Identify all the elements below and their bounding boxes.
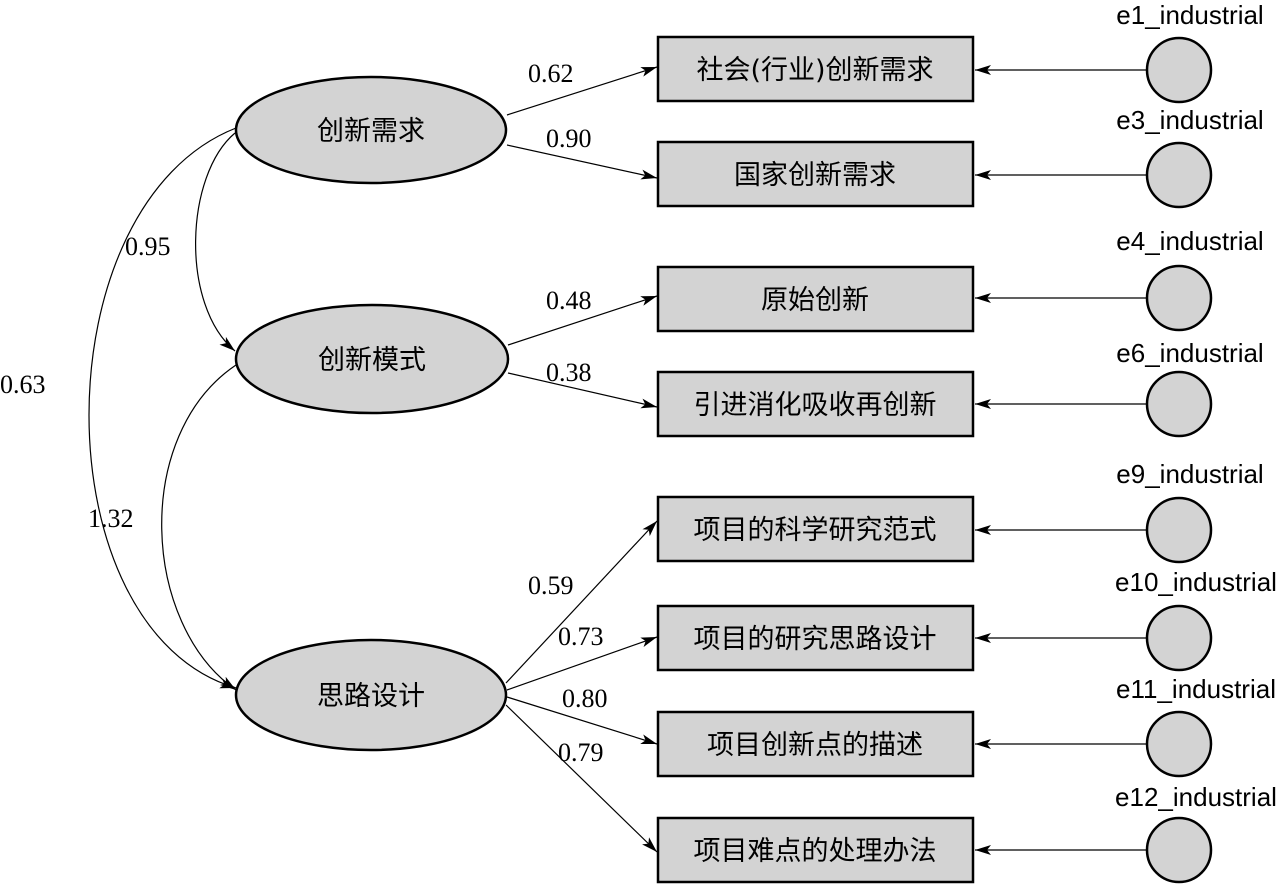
indicator-box-7: 项目创新点的描述 (656, 710, 975, 778)
loading-arrow-6 (506, 636, 658, 691)
error-label: e3_industrial (1116, 105, 1263, 135)
covariance-label-demand-mode: 0.95 (125, 232, 171, 261)
loading-arrow-3 (507, 295, 658, 346)
latent-factor-demand: 创新需求 (234, 75, 508, 185)
loading-label-5: 0.59 (528, 571, 574, 600)
indicator-label: 项目的研究思路设计 (694, 624, 937, 655)
indicator-label: 项目难点的处理办法 (694, 836, 937, 867)
loading-label-2: 0.90 (546, 124, 592, 153)
error-label: e11_industrial (1116, 674, 1276, 704)
error-term-1: e1_industrial (1116, 0, 1264, 104)
indicator-box-6: 项目的研究思路设计 (656, 604, 975, 672)
error-term-2: e3_industrial (1116, 105, 1264, 209)
latent-factor-label: 思路设计 (317, 681, 425, 712)
covariance-label-demand-design: 0.63 (0, 370, 46, 399)
loading-label-8: 0.79 (558, 738, 604, 767)
error-label: e9_industrial (1116, 459, 1263, 489)
error-term-5: e9_industrial (1116, 459, 1264, 564)
covariance-curve-mode-design (161, 351, 253, 691)
latent-factor-label: 创新需求 (317, 116, 425, 147)
indicator-box-3: 原始创新 (656, 265, 975, 333)
error-label: e12_industrial (1115, 782, 1277, 812)
latent-factor-design: 思路设计 (234, 638, 508, 752)
indicator-box-1: 社会(行业)创新需求 (656, 35, 975, 103)
covariance-curve-demand-mode (195, 118, 251, 352)
error-label: e1_industrial (1116, 0, 1263, 30)
indicator-box-4: 引进消化吸收再创新 (656, 370, 975, 438)
error-term-7: e11_industrial (1116, 674, 1276, 778)
indicator-box-8: 项目难点的处理办法 (656, 816, 975, 884)
loading-arrow-7 (506, 696, 658, 745)
indicator-label: 原始创新 (761, 285, 869, 316)
error-label: e10_industrial (1115, 567, 1277, 597)
error-label: e4_industrial (1116, 226, 1263, 256)
covariance-label-mode-design: 1.32 (88, 504, 134, 533)
error-term-8: e12_industrial (1115, 782, 1277, 884)
indicator-label: 社会(行业)创新需求 (696, 55, 933, 86)
loading-arrow-4 (507, 372, 658, 409)
loading-arrow-2 (506, 144, 658, 180)
error-label: e6_industrial (1116, 338, 1263, 368)
indicator-box-2: 国家创新需求 (656, 140, 975, 208)
latent-factor-mode: 创新模式 (234, 303, 510, 415)
loading-arrow-1 (506, 66, 658, 116)
indicator-label: 项目的科学研究范式 (694, 515, 937, 546)
error-term-6: e10_industrial (1115, 567, 1277, 672)
loading-label-1: 0.62 (528, 59, 574, 88)
indicator-label: 引进消化吸收再创新 (694, 390, 937, 421)
indicator-label: 项目创新点的描述 (707, 730, 923, 761)
covariance-curve-demand-design (88, 117, 253, 689)
indicator-box-5: 项目的科学研究范式 (656, 495, 975, 563)
loading-label-4: 0.38 (546, 358, 592, 387)
loading-label-3: 0.48 (546, 286, 592, 315)
error-term-3: e4_industrial (1116, 226, 1264, 332)
latent-factor-label: 创新模式 (318, 345, 426, 376)
error-term-4: e6_industrial (1116, 338, 1264, 438)
indicator-label: 国家创新需求 (734, 160, 896, 191)
loading-label-6: 0.73 (558, 622, 604, 651)
loading-arrow-8 (505, 704, 658, 853)
loading-label-7: 0.80 (562, 684, 608, 713)
loading-arrow-5 (505, 520, 658, 684)
